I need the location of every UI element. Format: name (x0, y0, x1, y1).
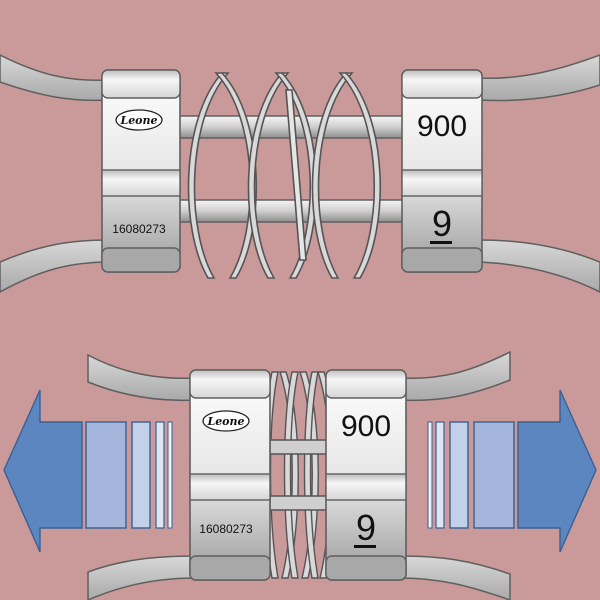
brand-logo-text-2: Leone (206, 415, 244, 428)
size-label-underline (430, 241, 452, 244)
arch-wire-lower-left (0, 239, 111, 293)
arch-wire-lower-right-2 (399, 555, 511, 600)
arrow-left-icon (3, 389, 173, 553)
left-block-relaxed: Leone 16080273 (101, 69, 181, 273)
right-block-relaxed: 900 9 (401, 69, 483, 273)
arch-wire-lower-right (479, 239, 600, 293)
size-label: 9 (432, 203, 452, 244)
size-label-underline-2 (354, 545, 376, 548)
brand-logo-text: Leone (119, 114, 157, 127)
right-block-activated: 900 9 (325, 369, 407, 581)
arch-wire-lower-left-2 (87, 555, 196, 600)
left-block-activated: Leone 16080273 (189, 369, 271, 581)
device-activated: Leone 16080273 900 9 (3, 350, 597, 600)
device-relaxed: Leone 16080273 900 9 (0, 54, 600, 293)
serial-number-2: 16080273 (199, 522, 253, 536)
force-label-2: 900 (341, 410, 391, 443)
arch-wire-upper-right-2 (399, 350, 511, 402)
serial-number: 16080273 (112, 222, 166, 236)
brand-logo: Leone (115, 109, 163, 131)
arch-wire-upper-right (479, 54, 600, 102)
brand-logo-2: Leone (202, 410, 250, 432)
arch-wire-upper-left-2 (87, 353, 196, 402)
size-label-2: 9 (356, 507, 376, 548)
arrow-right-icon (427, 389, 597, 553)
force-label: 900 (417, 110, 467, 143)
spring-relaxed (187, 72, 382, 279)
arch-wire-upper-left (0, 54, 111, 102)
